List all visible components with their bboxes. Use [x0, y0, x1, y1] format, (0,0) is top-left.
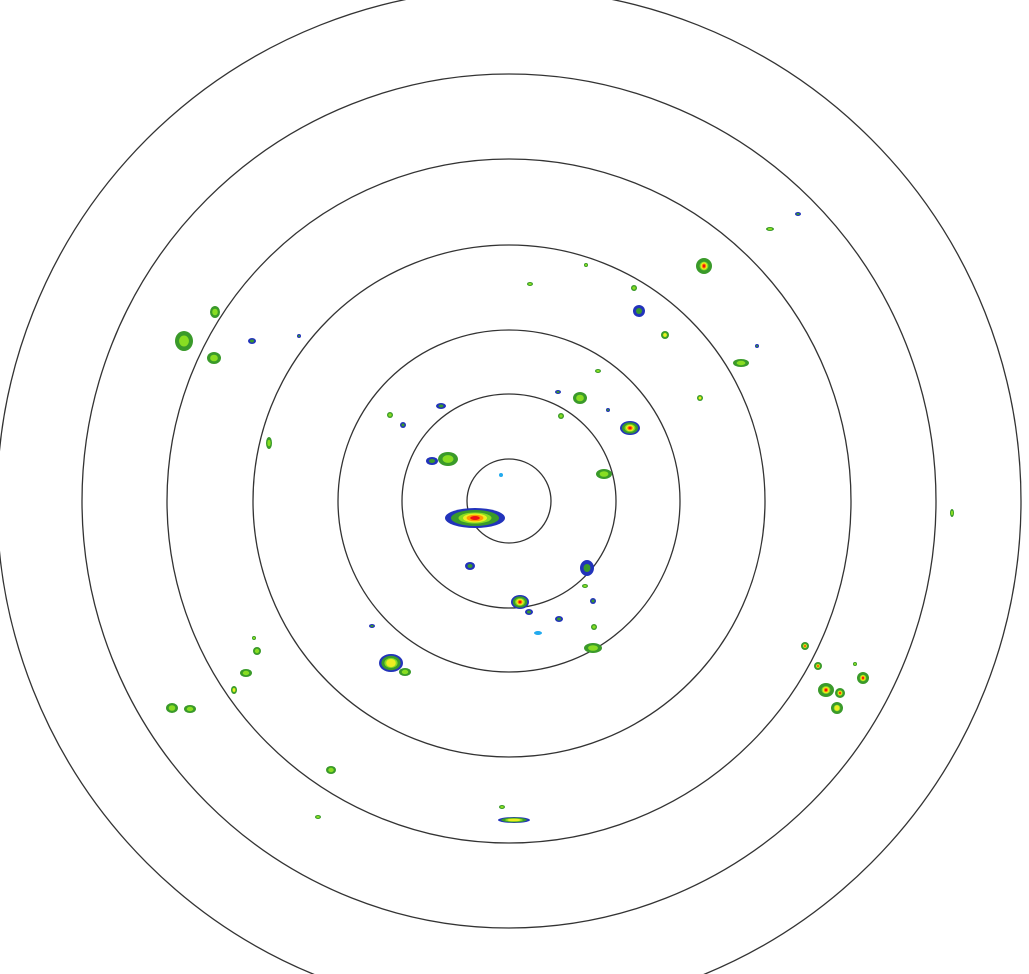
echo-core [556, 391, 560, 393]
echo-core [588, 645, 598, 651]
echo-cell [534, 631, 542, 635]
echo-core [467, 564, 473, 568]
echo-core [388, 413, 392, 417]
range-ring-6 [81, 73, 937, 929]
echo-core [470, 516, 480, 520]
echo-core [839, 692, 841, 694]
echo-core [500, 805, 504, 809]
echo-core [599, 471, 609, 477]
echo-core [527, 610, 531, 614]
echo-core [242, 670, 250, 676]
echo-core [179, 335, 189, 347]
echo-core [663, 333, 667, 337]
range-ring-2 [401, 393, 617, 609]
echo-core [429, 459, 435, 463]
echo-core [401, 423, 405, 427]
echo-core [862, 676, 864, 680]
echo-core [528, 282, 532, 286]
echo-core [767, 227, 773, 231]
echo-core [254, 648, 260, 654]
echo-core [796, 213, 800, 215]
echo-core [370, 625, 374, 627]
echo-core [559, 414, 563, 418]
echo-core [853, 662, 857, 666]
echo-core [584, 263, 588, 267]
echo-core [252, 636, 256, 640]
echo-core [298, 335, 300, 337]
echo-cell [499, 473, 503, 477]
echo-core [950, 510, 954, 516]
echo-core [267, 439, 271, 447]
echo-core [591, 599, 595, 603]
echo-core [250, 339, 254, 343]
echo-core [328, 767, 334, 773]
echo-core [596, 369, 600, 373]
echo-core [442, 455, 454, 463]
echo-core [386, 658, 396, 668]
range-ring-1 [466, 458, 552, 544]
echo-core [212, 308, 218, 316]
range-ring-3 [337, 329, 681, 673]
echo-core [698, 396, 702, 400]
echo-core [583, 564, 591, 572]
echo-core [401, 669, 409, 675]
echo-core [316, 815, 320, 819]
echo-core [507, 818, 521, 822]
echo-core [518, 600, 522, 604]
echo-core [232, 688, 236, 692]
echo-core [438, 404, 444, 408]
precipitation-echoes [166, 212, 954, 823]
echo-core [632, 286, 636, 290]
echo-core [824, 688, 828, 692]
echo-core [628, 426, 632, 430]
echo-core [592, 625, 596, 629]
echo-core [557, 617, 561, 621]
echo-core [168, 705, 176, 711]
echo-core [636, 308, 642, 314]
echo-core [702, 264, 706, 268]
echo-core [583, 584, 587, 588]
echo-core [804, 645, 806, 647]
echo-core [576, 394, 584, 402]
range-ring-4 [252, 244, 766, 758]
echo-core [186, 706, 194, 712]
echo-core [817, 665, 819, 667]
echo-core [607, 409, 609, 411]
echo-core [834, 705, 840, 711]
echo-core [756, 345, 758, 347]
echo-core [736, 360, 746, 366]
echo-core [210, 354, 218, 362]
range-ring-5 [166, 158, 852, 844]
